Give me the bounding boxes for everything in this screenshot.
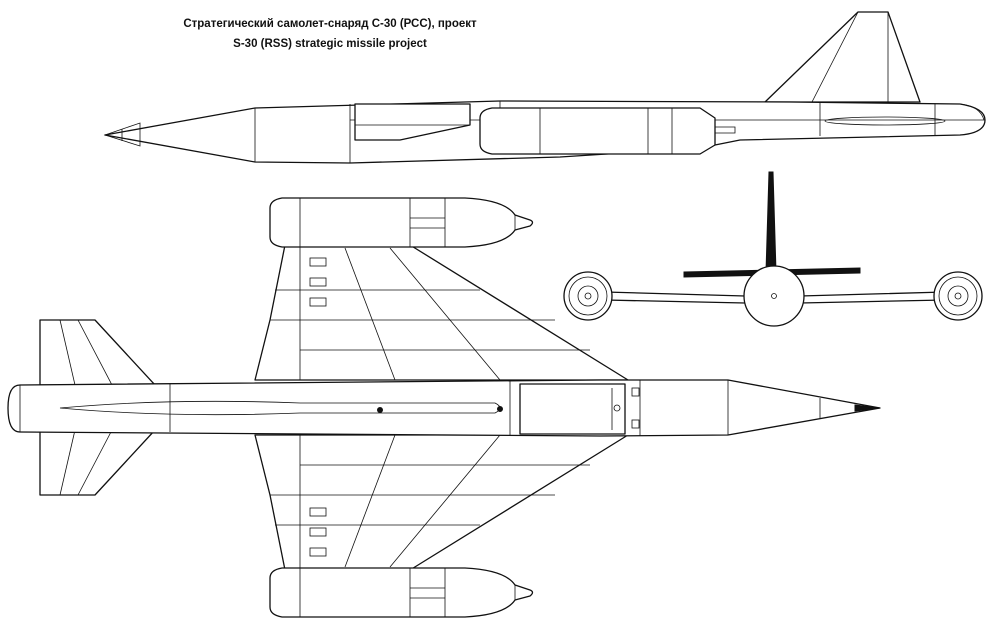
front-wing [604,291,746,304]
front-engine-left [563,271,613,321]
plan-tail-lower [39,429,156,496]
plan-flap-marks [309,257,327,557]
plan-nose-tip [854,404,881,412]
plan-bay-door [519,383,626,435]
plan-engine-nacelle-upper [269,197,534,248]
front-fuselage [743,265,805,327]
title-english: S-30 (RSS) strategic missile project [233,38,427,50]
front-engine-right [933,271,983,321]
plan-engine-nacelle-lower [269,567,534,618]
title-russian: Стратегический самолет-снаряд С-30 (РСС)… [183,18,477,30]
front-view [563,171,983,327]
side-wing-root-fairing [354,103,471,141]
side-engine-nacelle [479,107,716,155]
plan-view [7,197,881,618]
plan-fuselage [7,379,881,437]
front-vertical-fin [765,171,777,273]
plan-wing-lower [254,434,629,571]
side-vertical-fin [764,11,921,103]
side-roundel [824,116,946,126]
plan-tail-upper [39,319,156,386]
side-nose-tip [103,122,141,147]
drawing-title: Стратегический самолет-снаряд С-30 (РСС)… [170,14,490,54]
side-view [103,11,986,164]
